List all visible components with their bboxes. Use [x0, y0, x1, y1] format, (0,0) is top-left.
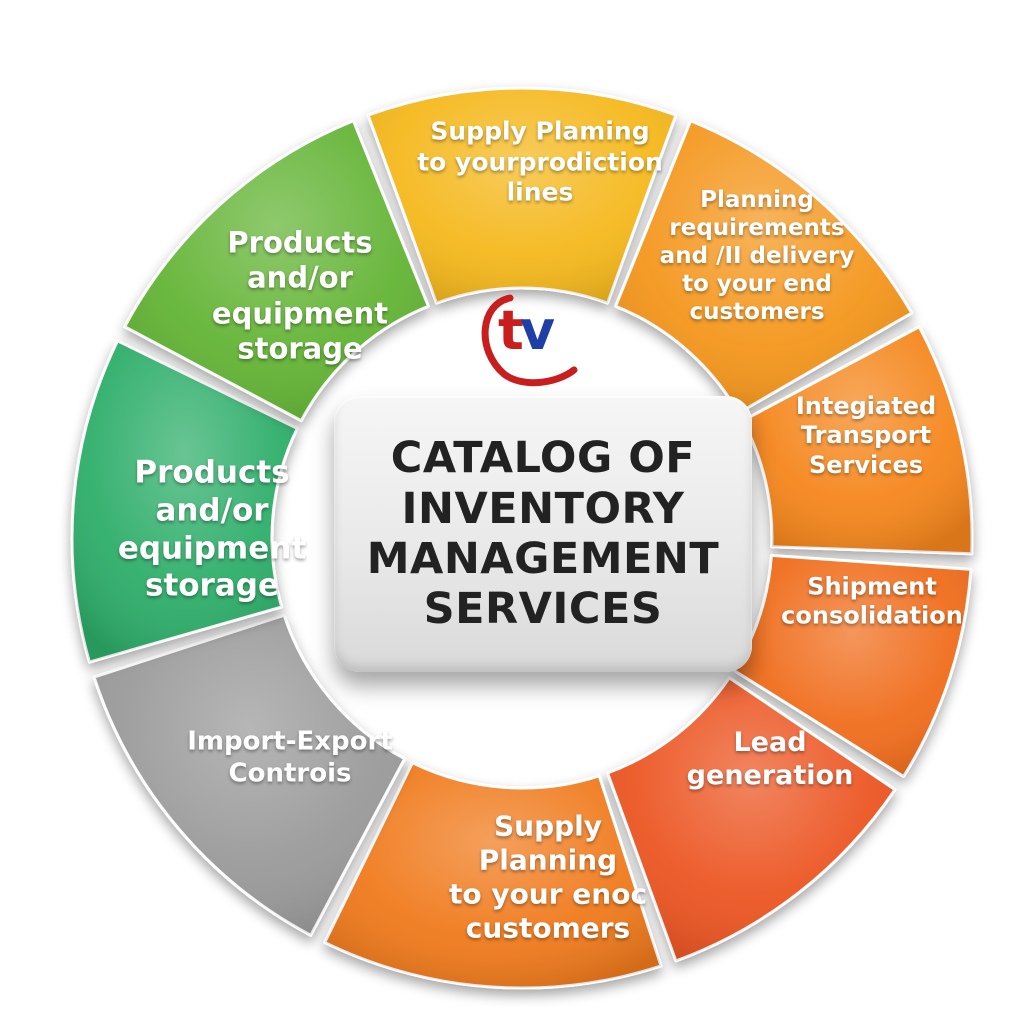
- segment-text-line: Products: [134, 454, 290, 491]
- segment-text-line: and /II delivery: [659, 242, 855, 269]
- segment-storage-teal: [70, 339, 299, 664]
- segment-gloss: [607, 677, 896, 961]
- segment-lead-generation: [606, 676, 897, 963]
- segment-text-line: Integiated: [795, 392, 937, 421]
- logo-letter-v: v: [519, 299, 555, 362]
- segment-text-line: and/or: [247, 260, 353, 295]
- segment-gloss: [71, 340, 298, 663]
- segment-text-line: Planning: [478, 843, 618, 877]
- segment-gloss: [94, 615, 405, 936]
- segment-text-line: to your enoc: [448, 878, 648, 911]
- segment-text-line: storage: [237, 331, 363, 366]
- segment-planning-requirements: [614, 119, 914, 415]
- center-title-line: MANAGEMENT: [366, 534, 720, 584]
- segment-label-supply-planning-production: Supply Plaming to yourprodiction lines: [417, 116, 663, 208]
- segment-storage-green: [123, 119, 430, 423]
- center-title-line: CATALOG OF: [390, 433, 696, 484]
- logo-letter-t: t: [498, 299, 524, 362]
- segment-text-line: lines: [506, 177, 574, 207]
- segment-import-export: [92, 613, 407, 937]
- tv-logo: tv: [470, 290, 590, 390]
- logo-letters: tv: [498, 304, 555, 358]
- segment-text-line: Planning: [700, 186, 814, 213]
- segment-label-import-export: Import-Export Controis: [187, 726, 393, 789]
- segment-text-line: to your end: [682, 271, 832, 298]
- segment-label-storage-green: Products and/or equipment storage: [212, 225, 388, 367]
- segment-text-line: storage: [144, 567, 279, 604]
- segment-label-storage-teal: Products and/or equipment storage: [118, 454, 306, 605]
- segment-gloss: [615, 120, 912, 413]
- logo-swoosh-icon: [481, 294, 578, 387]
- segment-supply-planning-end: [323, 761, 663, 990]
- segment-text-line: equipment: [117, 530, 307, 566]
- segment-label-planning-requirements: Planning requirements and /II delivery t…: [660, 186, 855, 326]
- segment-shipment-consolidation: [732, 553, 973, 778]
- segment-text-line: requirements: [669, 214, 845, 241]
- segment-text-line: Transport: [800, 421, 932, 450]
- segment-gloss: [734, 555, 971, 777]
- segment-text-line: generation: [686, 760, 854, 791]
- segment-supply-planning-production: [366, 86, 678, 305]
- segment-label-lead-generation: Lead generation: [687, 727, 854, 793]
- segment-label-supply-planning-end: Supply Planning to your enoc customers: [449, 810, 647, 947]
- segment-text-line: equipment: [211, 296, 389, 330]
- segment-text-line: Services: [808, 450, 924, 479]
- segment-text-line: customers: [465, 912, 631, 946]
- segment-text-line: Lead: [733, 727, 807, 759]
- segment-integrated-transport: [741, 325, 974, 556]
- segment-text-line: consolidation: [781, 602, 963, 630]
- center-title-line: INVENTORY: [401, 483, 685, 534]
- segment-label-shipment-consolidation: Shipment consolidation: [781, 573, 963, 632]
- segment-text-line: Supply: [493, 809, 603, 843]
- segment-label-integrated-transport: Integiated Transport Services: [796, 392, 936, 480]
- segment-text-line: and/or: [155, 492, 269, 529]
- segment-text-line: to yourprodiction: [417, 146, 663, 176]
- segment-gloss: [124, 120, 429, 421]
- segment-gloss: [368, 88, 676, 304]
- segment-text-line: Import-Export: [187, 726, 393, 757]
- segment-text-line: Shipment: [807, 572, 937, 601]
- segment-text-line: Supply Plaming: [430, 116, 650, 146]
- segment-gloss: [742, 326, 972, 554]
- segment-gloss: [324, 762, 662, 989]
- center-title-line: SERVICES: [423, 584, 663, 635]
- center-title-card: CATALOG OF INVENTORY MANAGEMENT SERVICES: [334, 396, 752, 672]
- segment-text-line: Products: [227, 225, 373, 260]
- segment-text-line: Controis: [228, 758, 352, 788]
- segment-text-line: customers: [689, 299, 825, 326]
